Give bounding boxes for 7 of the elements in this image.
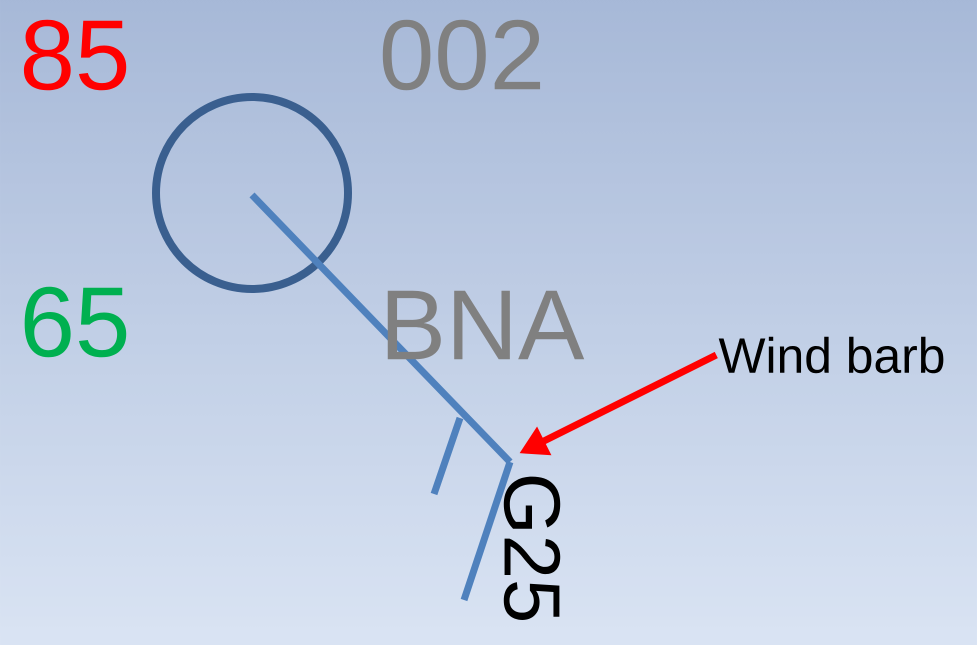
temperature-value: 85	[24, 20, 126, 90]
pressure-value: 002	[382, 20, 540, 90]
dew-point-value: 65	[24, 286, 126, 358]
callout-text: Wind barb	[718, 336, 944, 374]
station-code: BNA	[388, 290, 584, 360]
gust-label: G25	[504, 476, 560, 620]
station-circle	[152, 92, 352, 293]
